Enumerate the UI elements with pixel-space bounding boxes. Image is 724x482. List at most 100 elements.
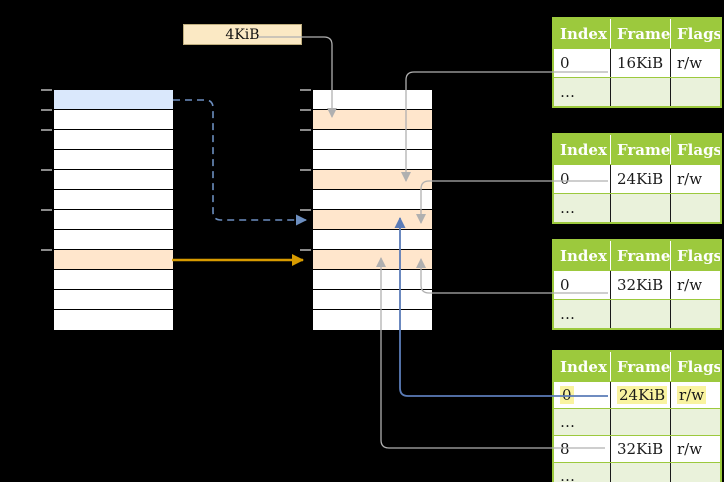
frame-table-cell: … bbox=[560, 199, 575, 217]
page-row-peach bbox=[313, 110, 432, 130]
frame-table-cell: r/w bbox=[670, 271, 720, 299]
column-header-flags: Flags bbox=[670, 19, 720, 48]
physical-strip-ticks bbox=[300, 0, 311, 482]
page-row-white bbox=[54, 290, 173, 310]
axis-tick bbox=[300, 109, 311, 111]
page-row-white bbox=[313, 150, 432, 170]
frame-table-cell bbox=[670, 194, 720, 222]
page-row-white bbox=[54, 170, 173, 190]
axis-tick bbox=[41, 169, 52, 171]
page-row-white bbox=[313, 190, 432, 210]
column-header-frame: Frame bbox=[610, 19, 670, 48]
column-header-index: Index bbox=[560, 357, 607, 376]
column-header-index: Index bbox=[560, 24, 607, 43]
frame-table-row: … bbox=[554, 462, 720, 482]
axis-tick bbox=[300, 129, 311, 131]
frame-table-cell bbox=[610, 78, 670, 106]
frame-table-cell: 8 bbox=[560, 440, 570, 458]
frame-table-cell: … bbox=[560, 467, 575, 482]
frame-table-row: … bbox=[554, 299, 720, 328]
frame-table-cell bbox=[610, 463, 670, 482]
axis-tick bbox=[41, 249, 52, 251]
page-row-peach bbox=[313, 170, 432, 190]
frame-table-cell bbox=[670, 409, 720, 435]
frame-table-cell: … bbox=[560, 83, 575, 101]
frame-table-cell: 0 bbox=[560, 54, 570, 72]
frame-table-cell: 0 bbox=[554, 382, 610, 408]
page-row-white bbox=[54, 130, 173, 150]
frame-table-cell: 32KiB bbox=[610, 271, 670, 299]
column-header-index: Index bbox=[560, 246, 607, 265]
frame-table-cell: 16KiB bbox=[610, 49, 670, 77]
page-row-white bbox=[313, 230, 432, 250]
axis-tick bbox=[300, 169, 311, 171]
page-row-white bbox=[54, 230, 173, 250]
frame-table-row: … bbox=[554, 77, 720, 106]
page-row-white bbox=[54, 270, 173, 290]
frame-table-cell: 0 bbox=[560, 170, 570, 188]
page-size-label-box: 4KiB bbox=[183, 24, 302, 45]
column-header-frame: Frame bbox=[610, 352, 670, 381]
frame-table-cell: 0 bbox=[560, 276, 570, 294]
frame-table-row: … bbox=[554, 408, 720, 435]
frame-table-cell: 24KiB bbox=[610, 382, 670, 408]
page-row-peach bbox=[313, 210, 432, 230]
page-row-white bbox=[313, 90, 432, 110]
frame-table-cell: r/w bbox=[670, 49, 720, 77]
frame-table-cell bbox=[610, 194, 670, 222]
frame-table-cell: … bbox=[560, 413, 575, 431]
frame-table-cell bbox=[610, 300, 670, 328]
page-row-white bbox=[313, 130, 432, 150]
axis-tick bbox=[41, 89, 52, 91]
column-header-frame: Frame bbox=[610, 135, 670, 164]
column-header-frame: Frame bbox=[610, 241, 670, 270]
page-row-white bbox=[313, 290, 432, 310]
frame-table-cell bbox=[670, 300, 720, 328]
frame-table-cell: 32KiB bbox=[610, 436, 670, 462]
page-row-white bbox=[54, 310, 173, 330]
column-header-flags: Flags bbox=[670, 352, 720, 381]
frame-table-row: 0 24KiB r/w bbox=[554, 381, 720, 408]
frame-table-cell: 24KiB bbox=[610, 165, 670, 193]
highlighted-value: 0 bbox=[560, 386, 574, 404]
column-header-flags: Flags bbox=[670, 241, 720, 270]
frame-table-cell bbox=[670, 78, 720, 106]
page-row-white bbox=[54, 110, 173, 130]
page-row-peach bbox=[54, 250, 173, 270]
axis-tick bbox=[41, 109, 52, 111]
column-header-flags: Flags bbox=[670, 135, 720, 164]
column-header-index: Index bbox=[560, 140, 607, 159]
axis-tick bbox=[300, 209, 311, 211]
page-size-label: 4KiB bbox=[225, 26, 260, 43]
highlighted-value: 24KiB bbox=[617, 386, 668, 404]
page-row-white bbox=[313, 310, 432, 330]
frame-table-cell: r/w bbox=[670, 165, 720, 193]
frame-table-cell: … bbox=[560, 305, 575, 323]
axis-tick bbox=[41, 209, 52, 211]
page-row-blue bbox=[54, 90, 173, 110]
frame-table-cell: r/w bbox=[670, 382, 720, 408]
frame-table-cell: r/w bbox=[670, 436, 720, 462]
virtual-pages-strip bbox=[53, 89, 174, 331]
page-row-white bbox=[313, 270, 432, 290]
highlighted-value: r/w bbox=[677, 386, 707, 404]
page-row-peach bbox=[313, 250, 432, 270]
physical-frames-strip bbox=[312, 89, 433, 331]
page-row-white bbox=[54, 190, 173, 210]
virtual-strip-ticks bbox=[41, 0, 52, 482]
axis-tick bbox=[300, 89, 311, 91]
page-row-white bbox=[54, 210, 173, 230]
frame-table-cell bbox=[670, 463, 720, 482]
